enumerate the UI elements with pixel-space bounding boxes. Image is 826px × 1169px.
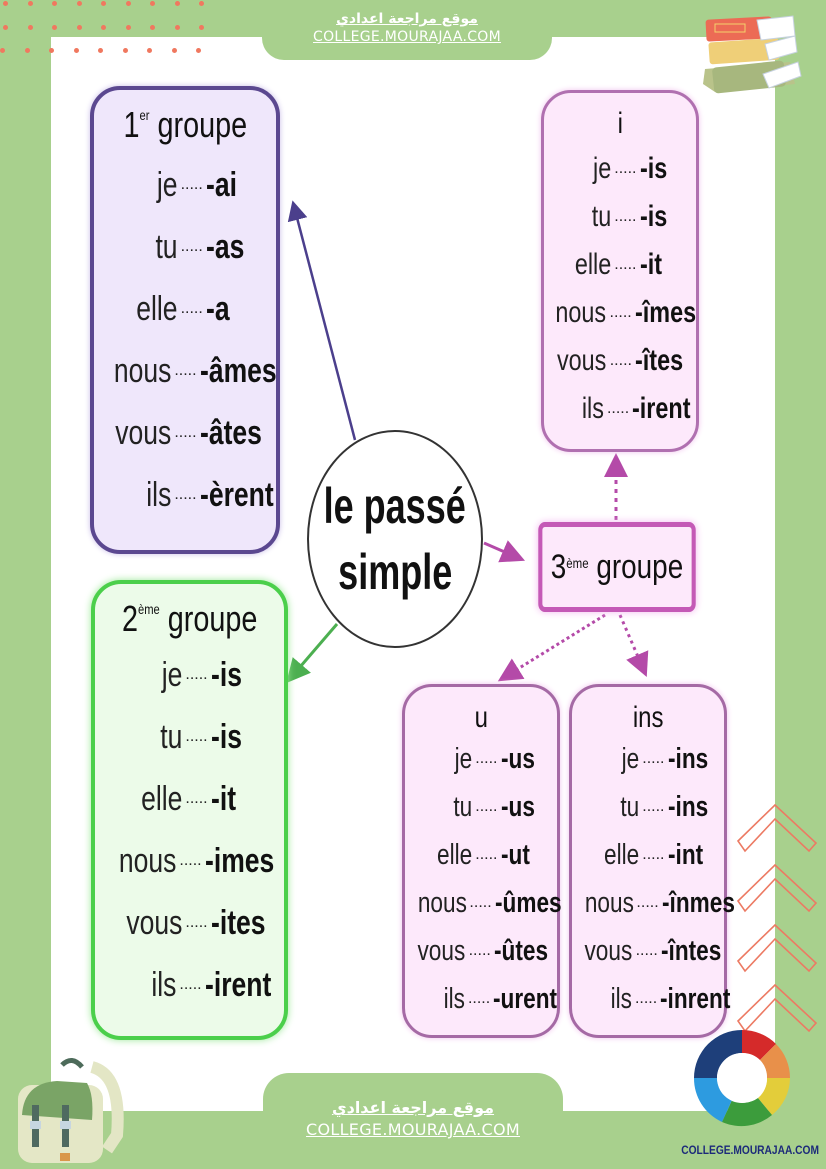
conjugation-row: elle.....-ut [437, 839, 530, 871]
conjugation-row: nous.....-îmes [555, 296, 696, 329]
center-circle-le-passe-simple: le passé simple [307, 430, 483, 648]
u-box-title: u [474, 701, 488, 734]
conjugation-row: elle.....-it [141, 780, 236, 818]
group2-box: 2ème groupe je.....-is tu.....-is elle..… [91, 580, 288, 1040]
conjugation-row: vous.....-ites [126, 904, 266, 942]
conjugation-row: nous.....-imes [118, 842, 274, 880]
center-title-line1: le passé [323, 478, 467, 534]
conjugation-row: nous.....-ûmes [417, 887, 562, 919]
conjugation-row: nous.....-âmes [113, 352, 277, 390]
conjugation-row: je.....-us [454, 743, 535, 775]
dashed-arrow-to-ins [618, 614, 649, 678]
conjugation-row: tu.....-ins [620, 791, 708, 823]
header-tab: موقع مراجعة اعدادي COLLEGE.MOURAJAA.COM [262, 0, 552, 60]
ins-box-title: ins [632, 701, 664, 734]
decorative-dots-row-2 [3, 25, 224, 33]
header-url-link[interactable]: COLLEGE.MOURAJAA.COM [313, 29, 501, 45]
conjugation-row: ils.....-irent [581, 392, 691, 425]
header-arabic-title: موقع مراجعة اعدادي [336, 11, 478, 27]
conjugation-row: ils.....-urent [443, 983, 558, 1015]
conjugation-row: nous.....-înmes [584, 887, 735, 919]
arrow-to-group1 [287, 200, 357, 441]
arrow-to-group3 [483, 540, 526, 563]
footer-arabic-title: موقع مراجعة اعدادي [331, 1098, 495, 1117]
conjugation-row: vous.....-âtes [115, 414, 262, 452]
decorative-dots-row-3 [0, 48, 221, 56]
third-group-u-box: u je.....-us tu.....-us elle.....-ut nou… [402, 684, 562, 1038]
conjugation-row: ils.....-inrent [610, 983, 731, 1015]
footer-url-link[interactable]: COLLEGE.MOURAJAA.COM [306, 1120, 520, 1139]
conjugation-row: vous.....-îtes [557, 344, 684, 377]
decorative-dots-row-1 [3, 1, 224, 9]
group1-box: 1er groupe je.....-ai tu.....-as elle...… [90, 86, 280, 554]
conjugation-row: vous.....-întes [584, 935, 722, 967]
conjugation-row: elle.....-a [136, 290, 230, 328]
group1-title: 1er groupe [123, 104, 247, 145]
conjugation-row: je.....-ai [156, 166, 237, 204]
third-group-i-box: i je.....-is tu.....-is elle.....-it nou… [541, 90, 699, 452]
conjugation-row: je.....-ins [621, 743, 708, 775]
footer-tab: موقع مراجعة اعدادي COLLEGE.MOURAJAA.COM [263, 1073, 563, 1169]
conjugation-row: tu.....-is [591, 200, 667, 233]
logo-url-text: COLLEGE.MOURAJAA.COM [681, 1143, 819, 1157]
conjugation-row: ils.....-èrent [146, 476, 274, 514]
conjugation-row: je.....-is [593, 152, 667, 185]
conjugation-row: ils.....-irent [151, 966, 271, 1004]
conjugation-row: elle.....-it [574, 248, 662, 281]
arrow-to-group2 [286, 623, 339, 684]
conjugation-row: vous.....-ûtes [417, 935, 548, 967]
conjugation-row: tu.....-is [160, 718, 242, 756]
conjugation-row: elle.....-int [604, 839, 703, 871]
third-group-ins-box: ins je.....-ins tu.....-ins elle.....-in… [569, 684, 735, 1038]
conjugation-row: tu.....-as [155, 228, 245, 266]
center-title-line2: simple [337, 544, 453, 600]
conjugation-row: tu.....-us [453, 791, 535, 823]
chevron-up-decoration-icon [736, 803, 818, 1033]
dashed-arrow-to-u [497, 613, 606, 682]
i-box-title: i [617, 107, 623, 140]
conjugation-row: je.....-is [161, 656, 242, 694]
group2-title: 2ème groupe [121, 598, 258, 639]
